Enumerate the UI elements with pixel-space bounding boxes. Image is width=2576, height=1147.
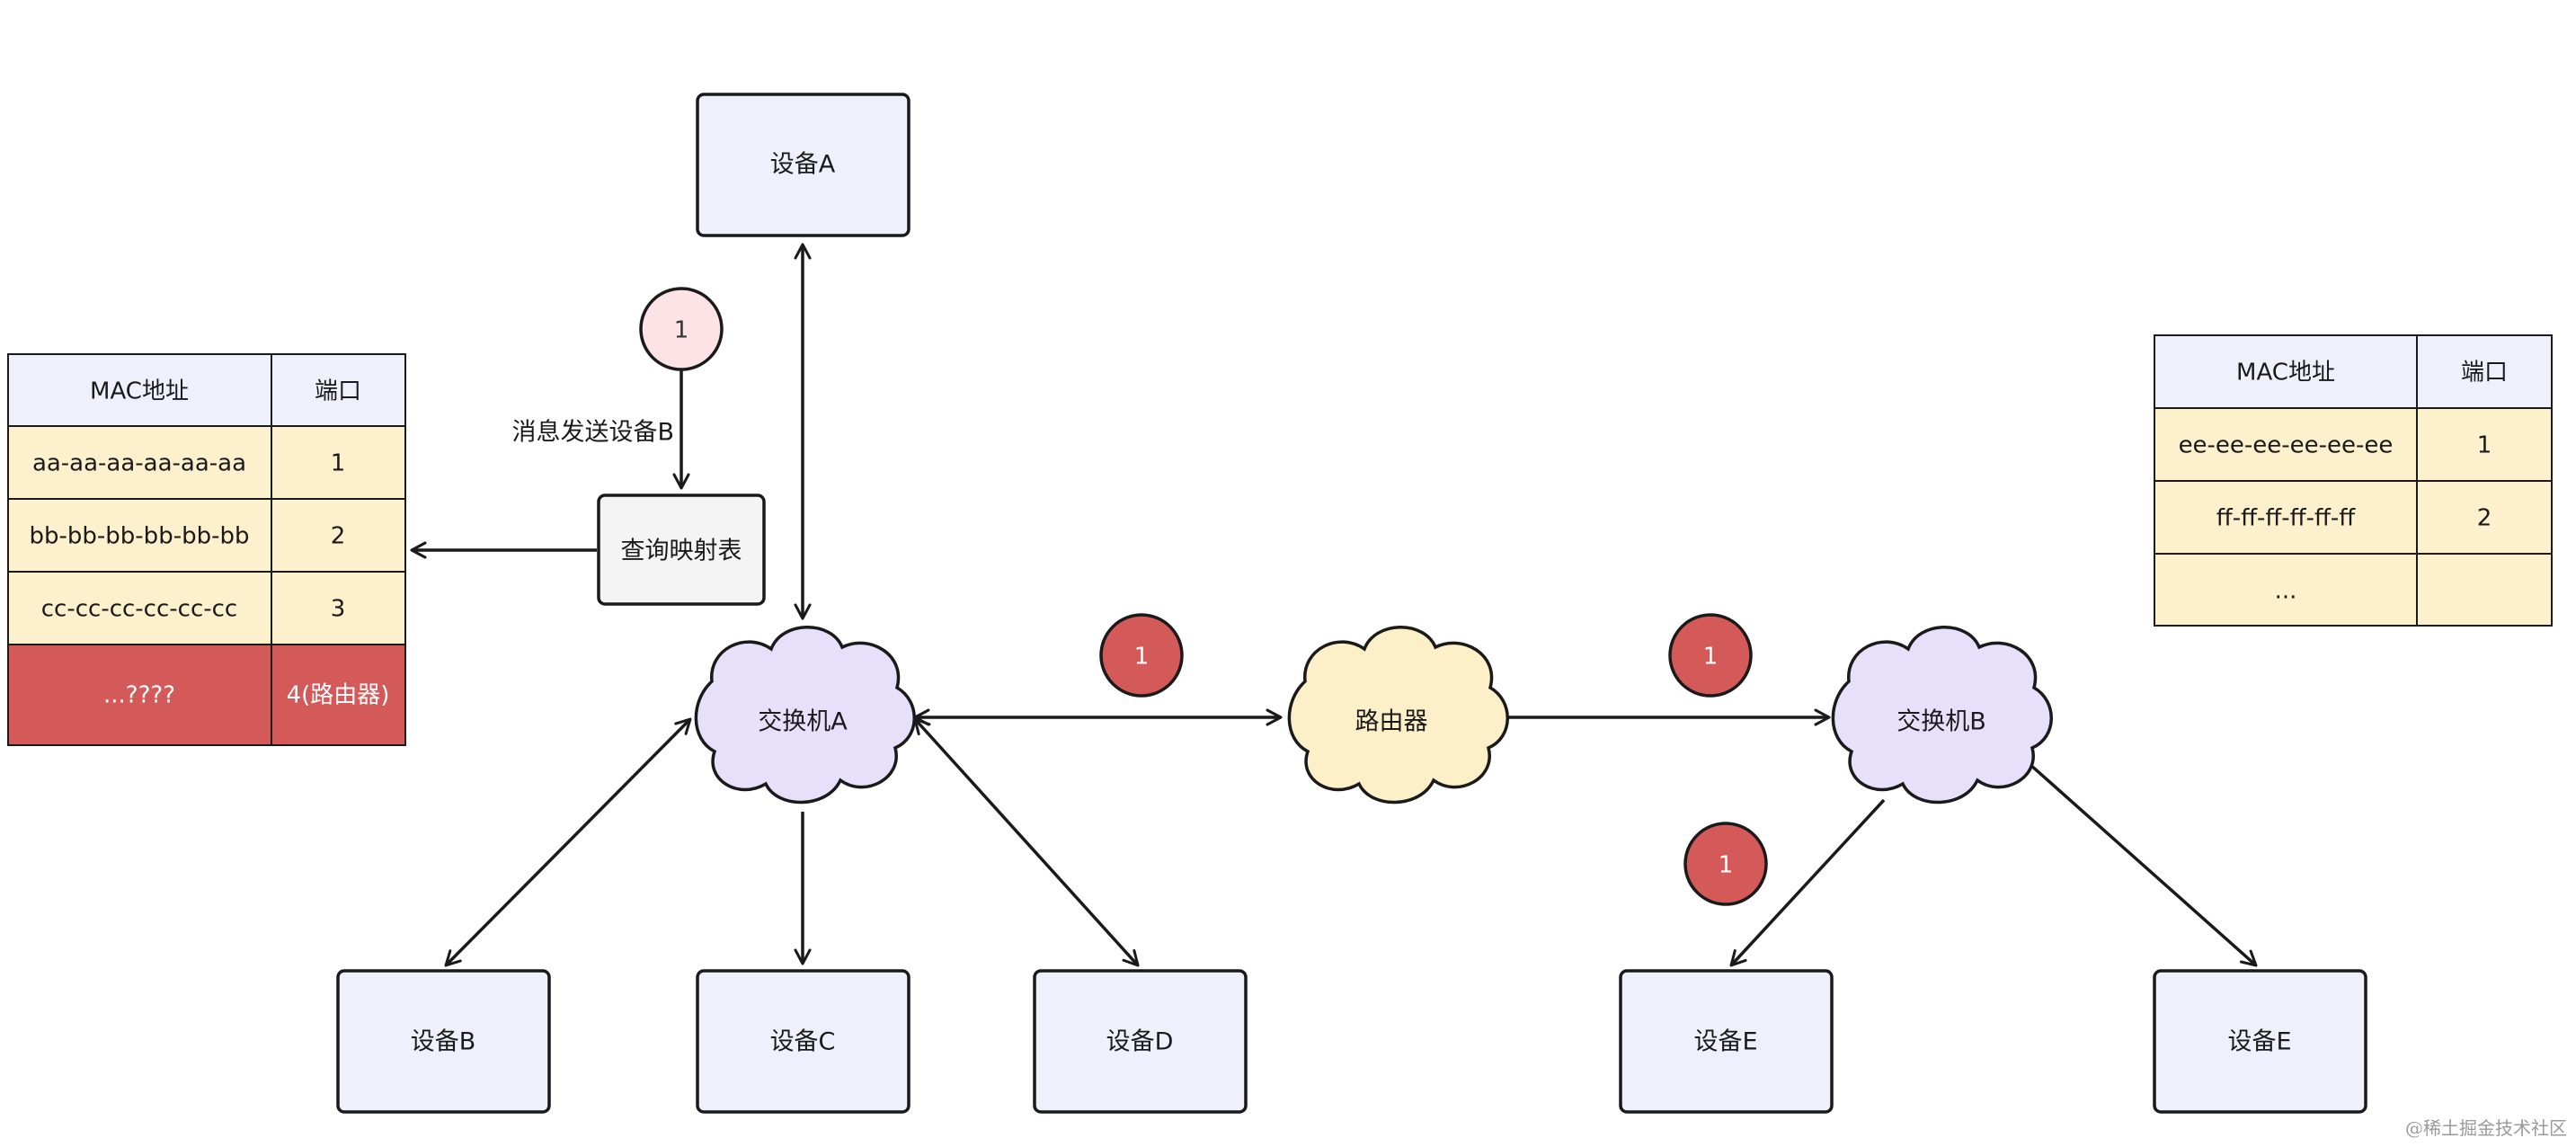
step-badge-router-switch-b: 1 — [1668, 613, 1753, 698]
device-a: 设备A — [696, 93, 910, 237]
step-badge-top: 1 — [639, 287, 724, 371]
svg-text:1: 1 — [1703, 644, 1719, 671]
edge-switch-b-device-e1 — [1729, 798, 1886, 967]
table-cell: 3 — [331, 596, 346, 623]
svg-text:1: 1 — [1134, 644, 1150, 671]
device-c: 设备C — [696, 969, 910, 1114]
table-header-mac: MAC地址 — [2236, 360, 2335, 387]
device-c-label: 设备C — [770, 1028, 836, 1056]
table-cell-unknown: ...???? — [103, 682, 175, 709]
device-e1-label: 设备E — [1693, 1028, 1757, 1056]
device-d: 设备D — [1033, 969, 1248, 1114]
table-cell: 1 — [2477, 432, 2492, 459]
router-cloud: 路由器 — [1287, 626, 1509, 805]
table-cell: cc-cc-cc-cc-cc-cc — [41, 596, 237, 623]
table-cell-unknown: 4(路由器) — [287, 682, 390, 709]
table-cell: ... — [2275, 578, 2297, 605]
table-cell: aa-aa-aa-aa-aa-aa — [32, 450, 246, 477]
table-header-port: 端口 — [315, 378, 361, 405]
mac-table-right — [2154, 334, 2553, 627]
switch-b-label: 交换机B — [1896, 708, 1986, 736]
table-cell: ff-ff-ff-ff-ff-ff — [2216, 505, 2356, 532]
table-cell: bb-bb-bb-bb-bb-bb — [30, 523, 250, 550]
table-cell: 1 — [331, 450, 346, 477]
edge-switch-a-device-b — [444, 717, 692, 967]
switch-b-cloud: 交换机B — [1831, 626, 2053, 805]
device-b-label: 设备B — [411, 1028, 476, 1056]
edge-switch-a-device-d — [913, 717, 1140, 967]
watermark: @稀土掘金技术社区 — [2405, 1117, 2567, 1139]
step-badge-switch-b-device-e: 1 — [1683, 822, 1768, 906]
device-d-label: 设备D — [1106, 1028, 1174, 1056]
edges — [410, 243, 2258, 967]
table-cell: ee-ee-ee-ee-ee-ee — [2179, 432, 2394, 459]
mac-table-left — [7, 353, 406, 746]
switch-a-cloud: 交换机A — [694, 626, 916, 805]
table-cell: 2 — [331, 523, 346, 550]
table-cell: 2 — [2477, 505, 2492, 532]
step-badge-switch-a-router: 1 — [1099, 613, 1184, 698]
lookup-label: 查询映射表 — [621, 538, 742, 565]
table-header-mac: MAC地址 — [90, 378, 189, 405]
device-e2-label: 设备E — [2227, 1028, 2291, 1056]
svg-text:1: 1 — [1719, 852, 1734, 879]
mac-table-right-text: MAC地址 端口 ee-ee-ee-ee-ee-ee 1 ff-ff-ff-ff… — [2179, 360, 2508, 605]
edge-label-send-to-b: 消息发送设备B — [511, 419, 674, 447]
svg-text:1: 1 — [674, 317, 689, 344]
device-b: 设备B — [336, 969, 551, 1114]
switch-a-label: 交换机A — [758, 708, 848, 736]
device-a-label: 设备A — [770, 151, 836, 179]
edge-switch-b-device-e2 — [2028, 762, 2258, 967]
lookup-table-box: 查询映射表 — [597, 493, 766, 606]
mac-table-left-text: MAC地址 端口 aa-aa-aa-aa-aa-aa 1 bb-bb-bb-bb… — [30, 378, 390, 709]
table-header-port: 端口 — [2461, 360, 2508, 387]
device-e2: 设备E — [2153, 969, 2367, 1114]
router-label: 路由器 — [1355, 708, 1428, 736]
device-e1: 设备E — [1619, 969, 1834, 1114]
